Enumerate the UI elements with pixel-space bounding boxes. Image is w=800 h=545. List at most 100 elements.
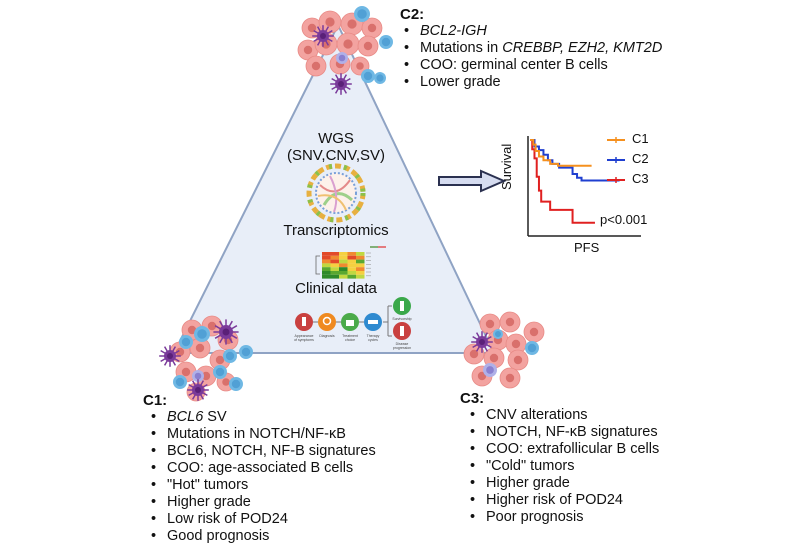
svg-text:Diagnosis: Diagnosis — [319, 334, 335, 338]
km-legend-c2: C2 — [632, 151, 649, 166]
list-item: COO: age-associated B cells — [145, 460, 376, 477]
cluster-c1-title: C1: — [143, 392, 168, 409]
wgs-subtitle: (SNV,CNV,SV) — [286, 147, 386, 164]
item-text: "Hot" tumors — [167, 477, 249, 493]
item-text: Lower grade — [420, 74, 501, 90]
list-item: NOTCH, NF-κB signatures — [464, 424, 659, 441]
transcriptomics-label: Transcriptomics — [283, 222, 389, 239]
cluster-c2-description: C2: BCL2-IGHMutations in CREBBP, EZH2, K… — [400, 6, 662, 91]
list-item: "Cold" tumors — [464, 458, 659, 475]
macrophage-icon — [330, 73, 352, 95]
tumor-cell-cluster-c3 — [463, 311, 545, 389]
heatmap-cell — [322, 267, 331, 271]
svg-text:Survivorship: Survivorship — [392, 317, 411, 321]
km-curve-c1 — [530, 139, 592, 167]
heatmap-cell — [347, 252, 356, 256]
svg-text:Treatment: Treatment — [342, 334, 358, 338]
heatmap-cell — [347, 255, 356, 260]
item-text: COO: age-associated B cells — [167, 460, 354, 476]
heatmap-cell — [339, 259, 348, 264]
cluster-c3-list: CNV alterationsNOTCH, NF-κB signaturesCO… — [464, 407, 659, 526]
heatmap-cell — [356, 274, 365, 279]
heatmap-cell — [347, 259, 356, 264]
list-item: Poor prognosis — [464, 509, 659, 526]
km-legend-c3: C3 — [632, 171, 649, 186]
tumor-cell-cluster-c2 — [297, 6, 393, 95]
item-text: Higher risk of POD24 — [486, 492, 623, 508]
heatmap-cell — [339, 263, 348, 268]
heatmap-cell — [356, 271, 365, 275]
item-text: Mutations in NOTCH/NF-κB — [167, 426, 346, 442]
cluster-c1-list: BCL6 SVMutations in NOTCH/NF-κBBCL6, NOT… — [145, 409, 376, 545]
svg-text:cycles: cycles — [368, 338, 378, 342]
tumor-cell-cluster-c1 — [159, 315, 253, 402]
cluster-c3-description: C3: CNV alterationsNOTCH, NF-κB signatur… — [460, 390, 659, 526]
km-xlabel: PFS — [574, 240, 600, 255]
heatmap-cell — [339, 271, 348, 275]
item-text: NOTCH, NF-κB signatures — [486, 424, 658, 440]
kaplan-meier-plot — [527, 136, 641, 237]
km-curve-c3 — [530, 139, 595, 224]
list-item: BCL6 SV — [145, 409, 376, 426]
heatmap-cell — [356, 255, 365, 260]
italic-text: BCL6 — [167, 409, 204, 425]
macrophage-icon — [187, 379, 209, 401]
heatmap-cell — [356, 267, 365, 271]
km-legend-c1: C1 — [632, 131, 649, 146]
list-item: COO: germinal center B cells — [398, 57, 662, 74]
item-text: Low risk of POD24 — [167, 511, 288, 527]
list-item: "Hot" tumors — [145, 477, 376, 494]
list-item: Mutations in CREBBP, EZH2, KMT2D — [398, 40, 662, 57]
item-text: "Cold" tumors — [486, 458, 575, 474]
circos-plot-icon — [306, 163, 366, 223]
list-item: BCL2-IGH — [398, 23, 662, 40]
heatmap-cell — [330, 263, 339, 268]
heatmap-cell — [356, 263, 365, 268]
cluster-c1-description: C1: BCL6 SVMutations in NOTCH/NF-κBBCL6,… — [143, 392, 376, 545]
list-item: Low risk of POD24 — [145, 511, 376, 528]
list-item: COO: extrafollicular B cells — [464, 441, 659, 458]
item-text: SV — [203, 409, 227, 425]
diagnosis-icon — [318, 313, 336, 331]
km-ylabel: Survival — [499, 143, 514, 190]
heatmap-cell — [356, 259, 365, 264]
macrophage-icon — [471, 331, 493, 353]
svg-text:Appearance: Appearance — [295, 334, 314, 338]
heatmap-icon — [315, 246, 386, 279]
heatmap-cell — [330, 252, 339, 256]
heatmap-cell — [322, 274, 331, 279]
item-text: COO: germinal center B cells — [420, 57, 608, 73]
heatmap-cell — [330, 267, 339, 271]
heatmap-cell — [330, 255, 339, 260]
item-text: Higher grade — [486, 475, 570, 491]
wgs-label: WGS (SNV,CNV,SV) — [286, 130, 386, 164]
list-item: Mutations in NOTCH/NF-κB — [145, 426, 376, 443]
list-item: CNV alterations — [464, 407, 659, 424]
wgs-title: WGS — [318, 130, 354, 147]
heatmap-cell — [339, 267, 348, 271]
heatmap-cell — [339, 255, 348, 260]
km-pvalue: p<0.001 — [600, 212, 648, 227]
macrophage-icon — [312, 25, 334, 47]
macrophage-icon — [159, 345, 181, 367]
item-text: Poor prognosis — [486, 509, 584, 525]
list-item: Higher risk of POD24 — [464, 492, 659, 509]
cluster-c2-list: BCL2-IGHMutations in CREBBP, EZH2, KMT2D… — [398, 23, 662, 91]
list-item: Higher grade — [464, 475, 659, 492]
heatmap-cell — [322, 271, 331, 275]
svg-text:of symptoms: of symptoms — [294, 338, 314, 342]
heatmap-cell — [322, 252, 331, 256]
heatmap-cell — [339, 274, 348, 279]
item-text: COO: extrafollicular B cells — [486, 441, 660, 457]
svg-text:Disease: Disease — [396, 342, 409, 346]
heatmap-cell — [330, 259, 339, 264]
svg-text:progression: progression — [393, 346, 411, 350]
cluster-c3-title: C3: — [460, 390, 485, 407]
heatmap-cell — [339, 252, 348, 256]
list-item: Lower grade — [398, 74, 662, 91]
arrow-to-survival-icon — [438, 169, 507, 193]
heatmap-cell — [330, 274, 339, 279]
list-item: BCL6, NOTCH, NF-B signatures — [145, 443, 376, 460]
